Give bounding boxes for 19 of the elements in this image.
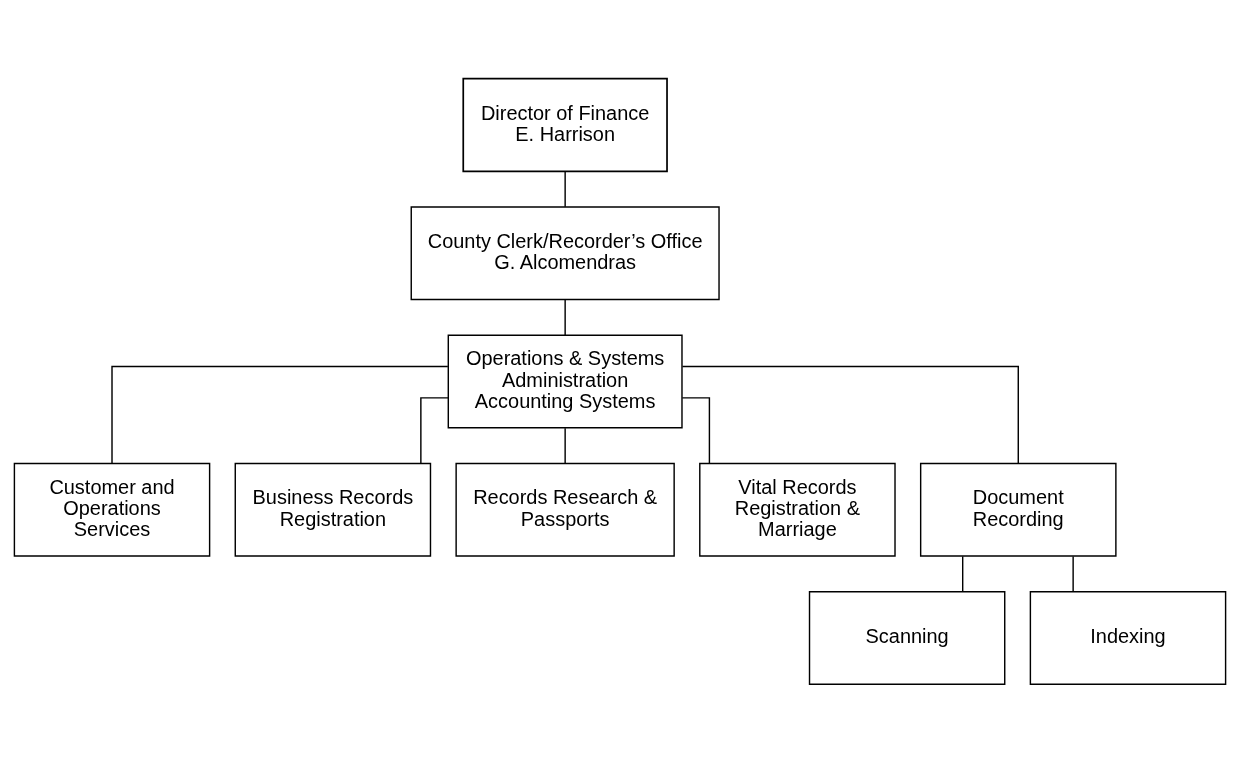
connector bbox=[1072, 555, 1074, 593]
connector bbox=[681, 397, 711, 464]
connector bbox=[564, 299, 566, 336]
node-box: Indexing bbox=[1029, 590, 1227, 685]
node-box: County Clerk/Recorder’s Office G. Alcomendras bbox=[410, 206, 720, 301]
node-box: Director of Finance E. Harrison bbox=[462, 77, 668, 173]
connector bbox=[681, 365, 1019, 464]
node-box: Operations & Systems Administration Accounting Systems bbox=[447, 334, 683, 429]
node-box: Records Research & Passports bbox=[455, 462, 675, 557]
connector bbox=[962, 555, 964, 593]
connector bbox=[564, 170, 566, 208]
connector bbox=[420, 397, 449, 464]
node-box: Scanning bbox=[808, 590, 1006, 685]
node-box: Customer and Operations Services bbox=[13, 462, 211, 557]
connector bbox=[564, 427, 566, 465]
node-box: Business Records Registration bbox=[234, 462, 432, 557]
node-box: Document Recording bbox=[919, 462, 1117, 557]
node-box: Vital Records Registration & Marriage bbox=[699, 462, 896, 557]
connector bbox=[111, 365, 449, 464]
